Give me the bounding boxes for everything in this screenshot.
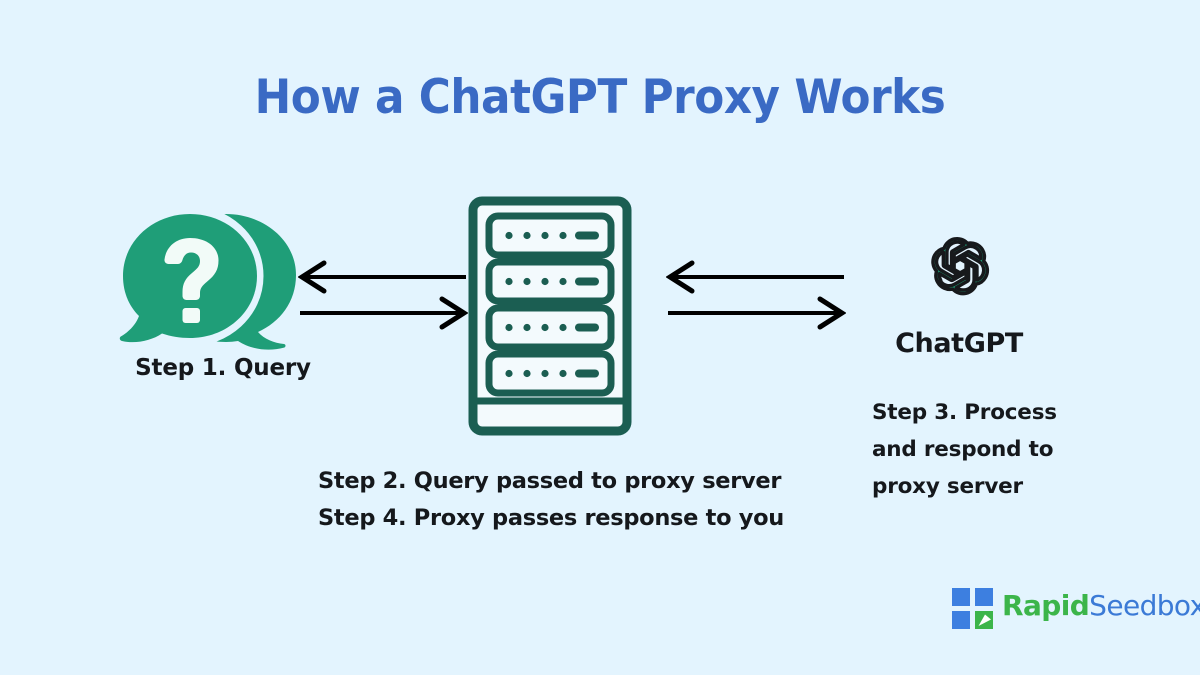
step4-line: Step 4. Proxy passes response to you xyxy=(318,505,785,531)
step3-line-2: and respond to xyxy=(872,437,1054,462)
question-mark-glyph xyxy=(164,238,219,300)
page-title: How a ChatGPT Proxy Works xyxy=(254,70,946,125)
server-slot-1 xyxy=(485,212,615,259)
rapidseedbox-mark-icon xyxy=(952,588,993,629)
logo-square-bottom-left xyxy=(952,611,970,629)
speech-bubbles-question-icon xyxy=(114,205,296,350)
step1-label: Step 1. Query xyxy=(135,355,311,381)
node-proxy-server xyxy=(468,196,632,436)
arrow-server-to-query xyxy=(298,260,466,294)
brand-seedbox: Seedbox xyxy=(1089,589,1200,622)
node-chatgpt xyxy=(884,196,1034,336)
arrow-pair-query-server xyxy=(298,260,468,330)
rapidseedbox-wordmark: RapidSeedbox.com xyxy=(1002,586,1200,632)
step3-line-3: proxy server xyxy=(872,474,1023,499)
brand-rapid: Rapid xyxy=(1002,589,1090,622)
node-query xyxy=(108,196,308,396)
step3-caption: Step 3. Process and respond to proxy ser… xyxy=(872,394,1122,505)
chatgpt-label: ChatGPT xyxy=(895,328,1023,359)
openai-knot-glyph xyxy=(931,236,990,296)
server-slot-3 xyxy=(485,304,615,351)
proxy-server-caption: Step 2. Query passed to proxy server Ste… xyxy=(318,463,838,537)
arrow-query-to-server xyxy=(300,296,468,330)
logo-square-top-right xyxy=(975,588,993,606)
arrow-pair-server-chatgpt xyxy=(666,260,846,330)
step2-line: Step 2. Query passed to proxy server xyxy=(318,468,782,494)
server-slot-2 xyxy=(485,258,615,305)
openai-logo-icon xyxy=(931,236,990,296)
server-slot-4 xyxy=(485,350,615,397)
arrow-chatgpt-to-server xyxy=(666,260,844,294)
logo-square-top-left xyxy=(952,588,970,606)
server-rack-icon xyxy=(468,196,632,436)
arrow-server-to-chatgpt xyxy=(668,296,846,330)
question-mark-dot xyxy=(182,308,200,323)
rapidseedbox-logo[interactable]: RapidSeedbox.com xyxy=(952,586,1200,632)
bubble-separator xyxy=(114,205,264,347)
logo-square-bottom-right-arrow xyxy=(975,611,993,629)
step3-line-1: Step 3. Process xyxy=(872,400,1057,425)
